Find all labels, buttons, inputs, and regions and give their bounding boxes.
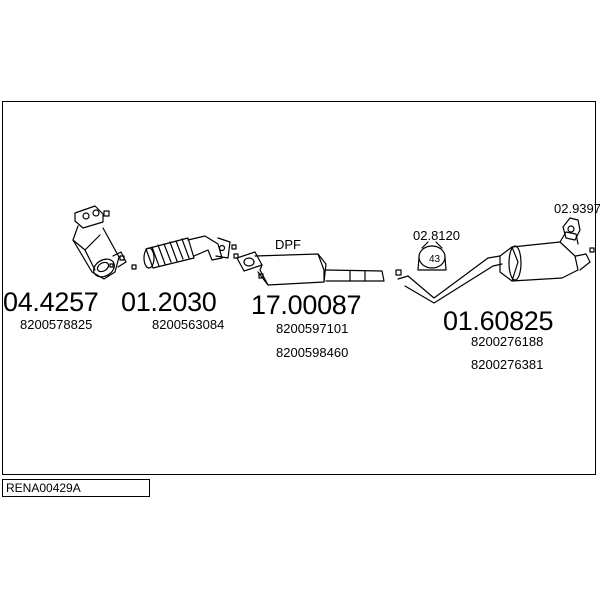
oem-number-3a: 8200597101: [276, 321, 349, 336]
oem-number-2a: 8200563084: [152, 317, 225, 332]
oem-number-5a: 8200276188: [471, 334, 544, 349]
catalytic-converter-drawing: [72, 205, 127, 280]
diagram-code: RENA00429A: [2, 479, 150, 497]
part-number-4: 02.8120: [413, 228, 460, 243]
part-number-1: 04.4257: [3, 287, 99, 317]
rear-silencer-drawing: [397, 231, 595, 304]
part-number-5: 01.60825: [443, 306, 554, 336]
dpf-drawing: [233, 251, 385, 286]
oem-number-1a: 8200578825: [20, 317, 93, 332]
oem-number-5b: 8200276381: [471, 357, 544, 372]
clamp-size-label: 43: [429, 254, 441, 265]
flex-pipe-drawing: [131, 235, 237, 270]
dpf-label: DPF: [275, 237, 301, 252]
part-number-2: 01.2030: [121, 287, 217, 317]
diagram-frame: [2, 101, 596, 475]
part-number-6: 02.9397: [554, 201, 600, 216]
oem-number-3b: 8200598460: [276, 345, 349, 360]
part-number-3: 17.00087: [251, 290, 362, 320]
rubber-mount-drawing: [562, 217, 581, 241]
clamp-drawing: [395, 241, 447, 276]
